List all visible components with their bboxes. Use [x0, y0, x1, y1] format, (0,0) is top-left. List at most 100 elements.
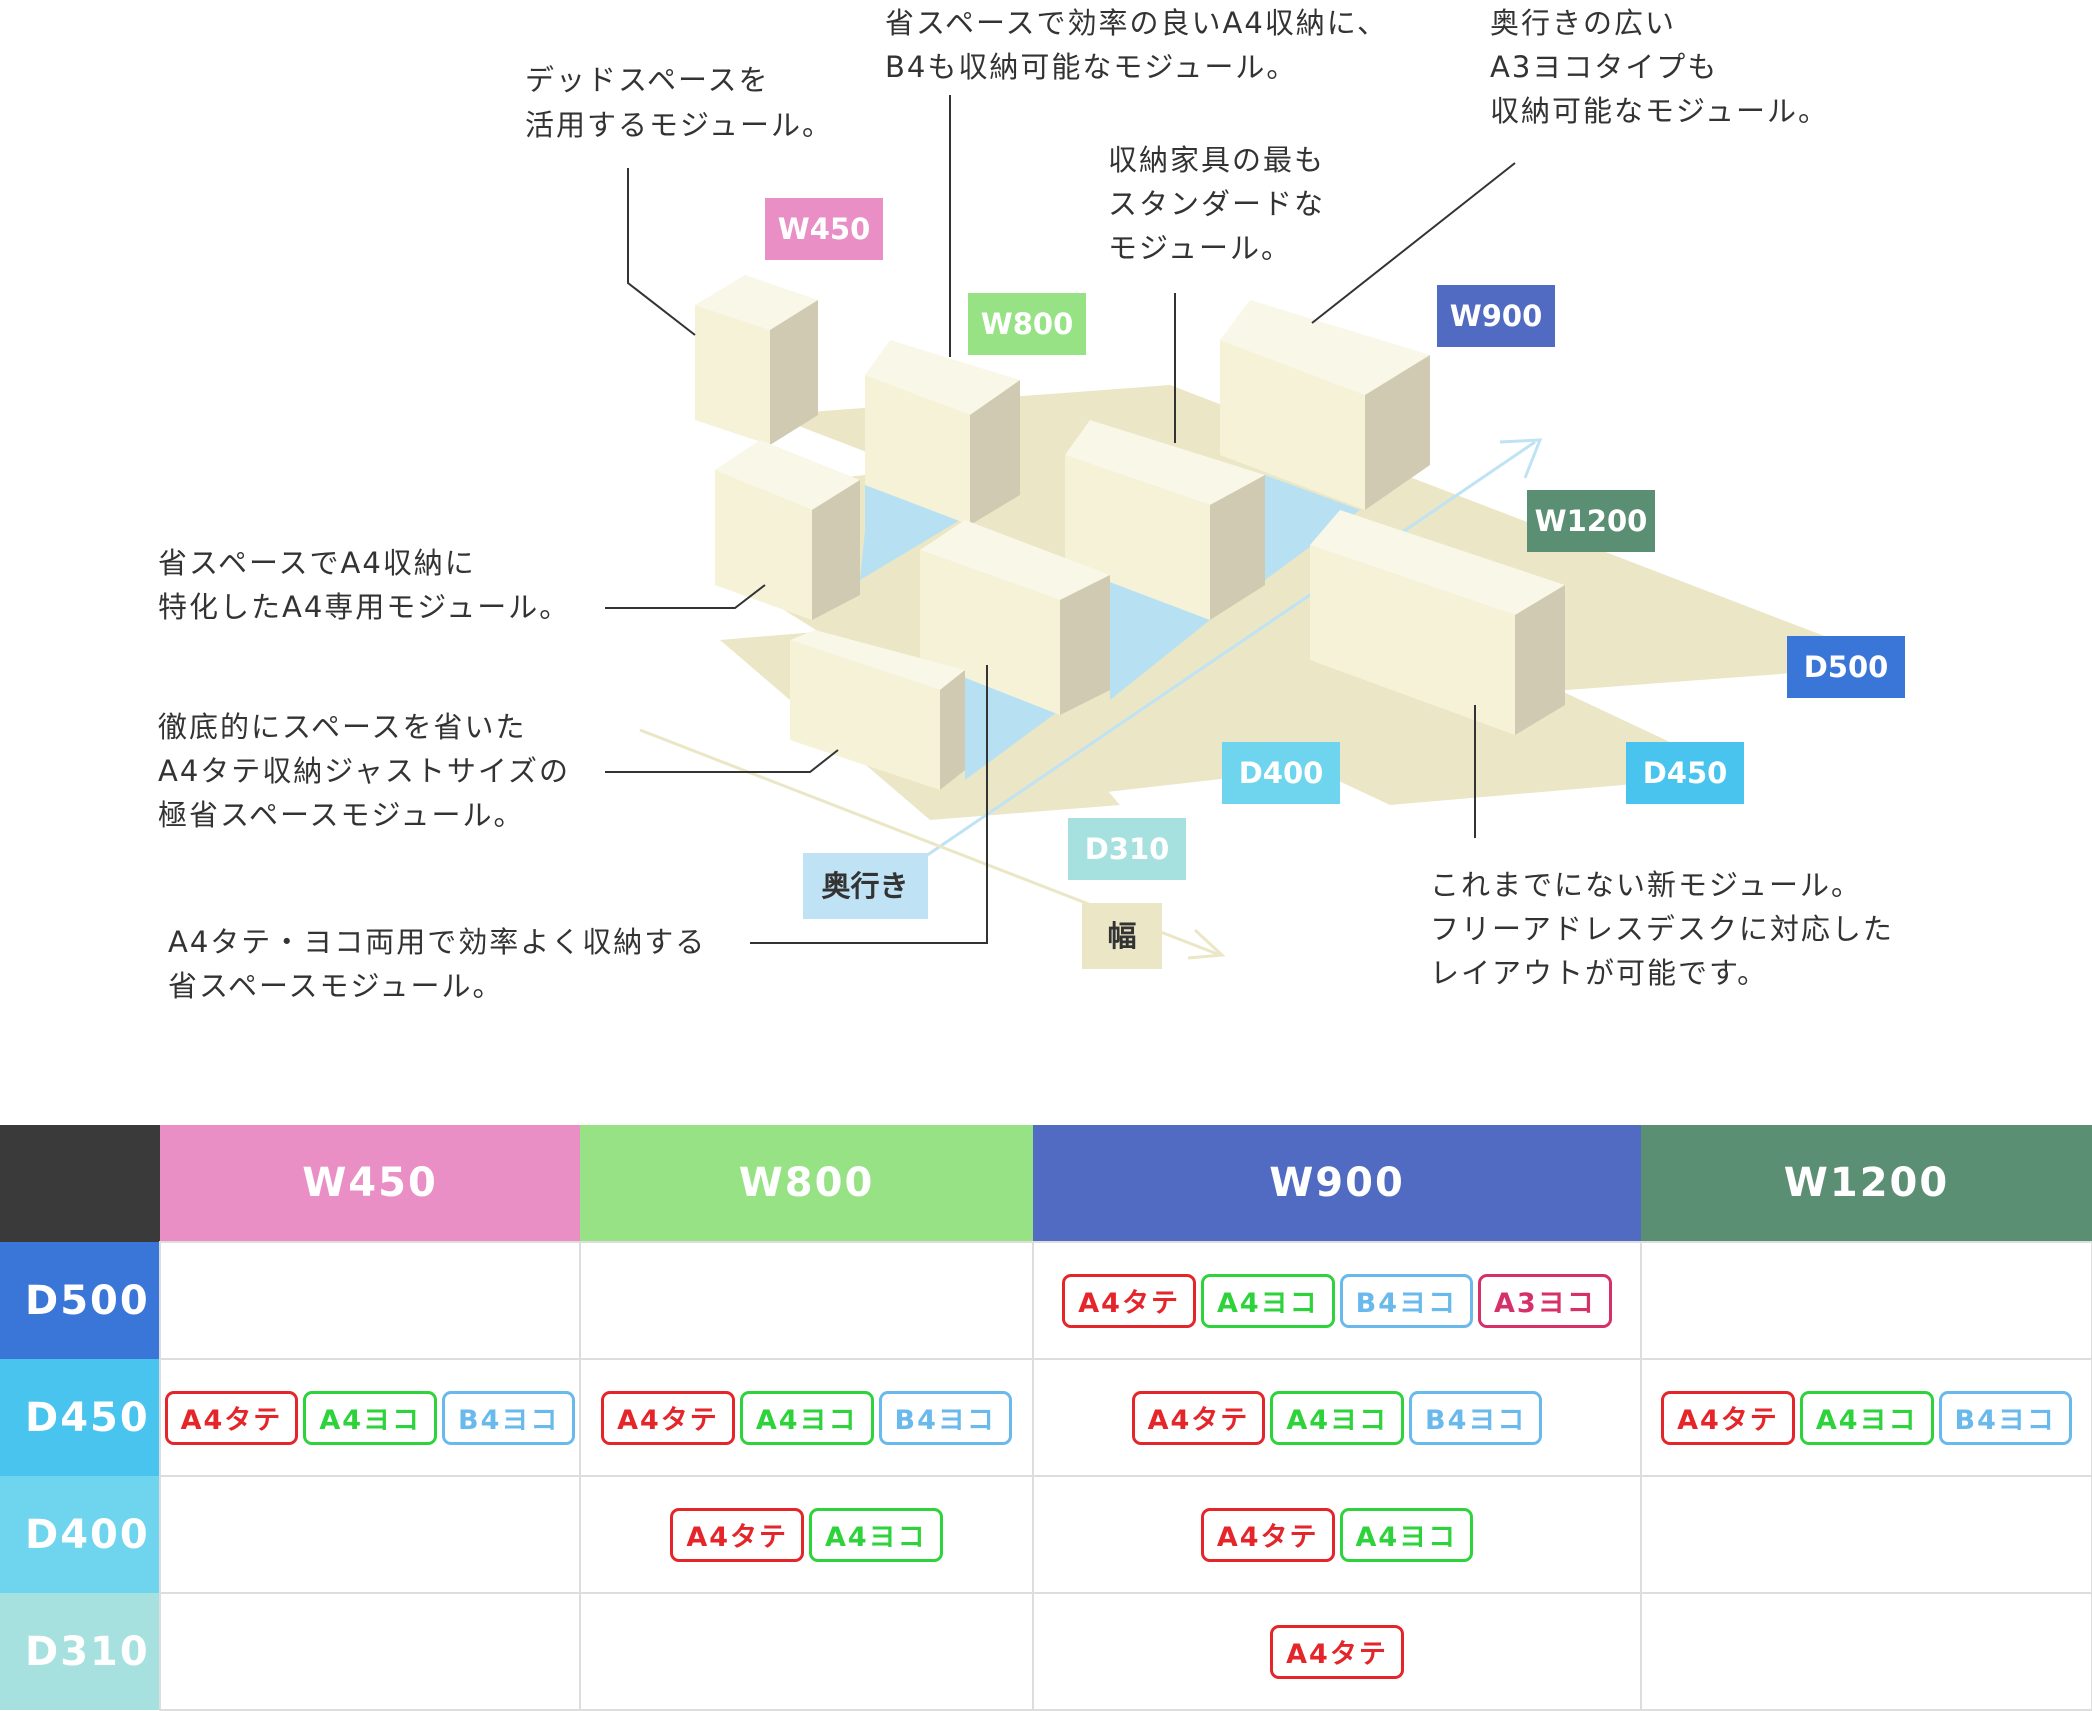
- leader-a4-only: [605, 584, 766, 609]
- column-header-w450: W450: [160, 1125, 580, 1242]
- gap-2: [1110, 575, 1210, 700]
- svg-text:D400: D400: [1239, 756, 1324, 790]
- svg-text:W800: W800: [981, 307, 1074, 341]
- storage-tag: A4ヨコ: [1339, 1507, 1474, 1562]
- callout-new-module: これまでにない新モジュール。 フリーアドレスデスクに対応した レイアウトが可能で…: [1430, 868, 1905, 990]
- okuyuki-arrow-line: [919, 440, 1536, 862]
- storage-tag: A4タテ: [1661, 1390, 1795, 1445]
- table-header-row: W450 W800 W900 W1200: [0, 1125, 2092, 1242]
- svg-text:奥行き: 奥行き: [821, 869, 908, 903]
- svg-text:幅: 幅: [1107, 919, 1136, 953]
- tag-group: A4タテ: [1034, 1624, 1640, 1679]
- table-cell: [579, 1592, 1034, 1711]
- storage-tag: A4タテ: [164, 1390, 299, 1445]
- storage-tag: B4ヨコ: [1409, 1390, 1543, 1445]
- table-cell: [159, 1592, 581, 1711]
- row-header-d450: D450: [0, 1359, 160, 1476]
- box-w450-top: [695, 275, 818, 445]
- storage-tag: A4ヨコ: [739, 1390, 874, 1445]
- leader-a4-tate-just: [605, 749, 839, 773]
- label-w900: W900: [1437, 285, 1555, 347]
- box-d310: [790, 630, 965, 790]
- storage-tag: A4ヨコ: [303, 1390, 437, 1445]
- callout-standard: 収納家具の最も スタンダードな モジュール。: [1108, 143, 1336, 265]
- callout-a4-tate-just: 徹底的にスペースを省いた A4タテ収納ジャストサイズの 極省スペースモジュール。: [158, 710, 581, 832]
- storage-tag: A4ヨコ: [1200, 1273, 1335, 1328]
- callout-a3: 奥行きの広い A3ヨコタイプも 収納可能なモジュール。: [1490, 6, 1829, 128]
- storage-tag: A4タテ: [601, 1390, 735, 1445]
- label-d500: D500: [1787, 636, 1905, 698]
- svg-text:W450: W450: [778, 212, 871, 246]
- storage-tag: A4タテ: [1131, 1390, 1266, 1445]
- label-w1200: W1200: [1527, 490, 1655, 552]
- svg-text:W900: W900: [1450, 299, 1543, 333]
- okuyuki-arrow-head: [1499, 438, 1543, 479]
- storage-tag: A4タテ: [1200, 1507, 1335, 1562]
- storage-tag: B4ヨコ: [1938, 1390, 2072, 1445]
- callout-a4-b4: 省スペースで効率の良いA4収納に、 B4も収納可能なモジュール。: [885, 6, 1399, 84]
- storage-tag: A4ヨコ: [809, 1507, 943, 1562]
- gap-1: [860, 485, 960, 580]
- table-cell: [159, 1241, 581, 1360]
- label-w450: W450: [765, 198, 883, 260]
- gap-4: [965, 670, 1060, 780]
- table-cell: [1640, 1241, 2092, 1360]
- box-a4-only: [715, 440, 860, 620]
- storage-tag: B4ヨコ: [878, 1390, 1012, 1445]
- leader-a3: [1311, 162, 1516, 324]
- storage-tag: A4タテ: [670, 1507, 804, 1562]
- box-w800-top: [865, 340, 1020, 525]
- table-cell: [1640, 1592, 2092, 1711]
- row-header-d400: D400: [0, 1476, 160, 1593]
- label-d310: D310: [1068, 818, 1186, 880]
- gap-3: [1265, 475, 1360, 580]
- callout-dead-space: デッドスペースを 活用するモジュール。: [525, 63, 833, 142]
- column-header-w900: W900: [1033, 1125, 1641, 1242]
- storage-tag: B4ヨコ: [1339, 1273, 1474, 1328]
- row-header-d310: D310: [0, 1593, 160, 1710]
- storage-tag: A4タテ: [1270, 1624, 1404, 1679]
- leader-a4-both: [750, 665, 988, 944]
- module-diagram: デッドスペースを 活用するモジュール。 省スペースで効率の良いA4収納に、 B4…: [158, 6, 1905, 1003]
- box-w900-top: [1220, 300, 1430, 510]
- callout-a4-only: 省スペースでA4収納に 特化したA4専用モジュール。: [158, 546, 570, 624]
- label-d400: D400: [1222, 742, 1340, 804]
- table-row: D310 A4タテ: [0, 1592, 2092, 1711]
- box-new-module: [1310, 510, 1565, 735]
- svg-text:D310: D310: [1085, 832, 1170, 866]
- label-okuyuki: 奥行き: [803, 853, 928, 919]
- storage-tag: A3ヨコ: [1478, 1273, 1612, 1328]
- svg-text:D500: D500: [1804, 650, 1889, 684]
- table-corner: [0, 1125, 160, 1242]
- column-header-w1200: W1200: [1641, 1125, 2092, 1242]
- callout-a4-both: A4タテ・ヨコ両用で効率よく収納する 省スペースモジュール。: [168, 925, 718, 1003]
- storage-tag: A4ヨコ: [1270, 1390, 1404, 1445]
- label-w800: W800: [968, 293, 1086, 355]
- storage-tag: A4ヨコ: [1799, 1390, 1934, 1445]
- storage-tag: A4タテ: [1062, 1273, 1196, 1328]
- svg-text:D450: D450: [1643, 756, 1728, 790]
- table-cell: [579, 1241, 1034, 1360]
- row-header-d500: D500: [0, 1242, 160, 1359]
- storage-tag: B4ヨコ: [442, 1390, 576, 1445]
- leader-dead-space: [627, 168, 696, 336]
- label-haba: 幅: [1082, 903, 1162, 969]
- table-cell: [159, 1475, 581, 1594]
- table-cell: A4タテ: [1032, 1592, 1642, 1711]
